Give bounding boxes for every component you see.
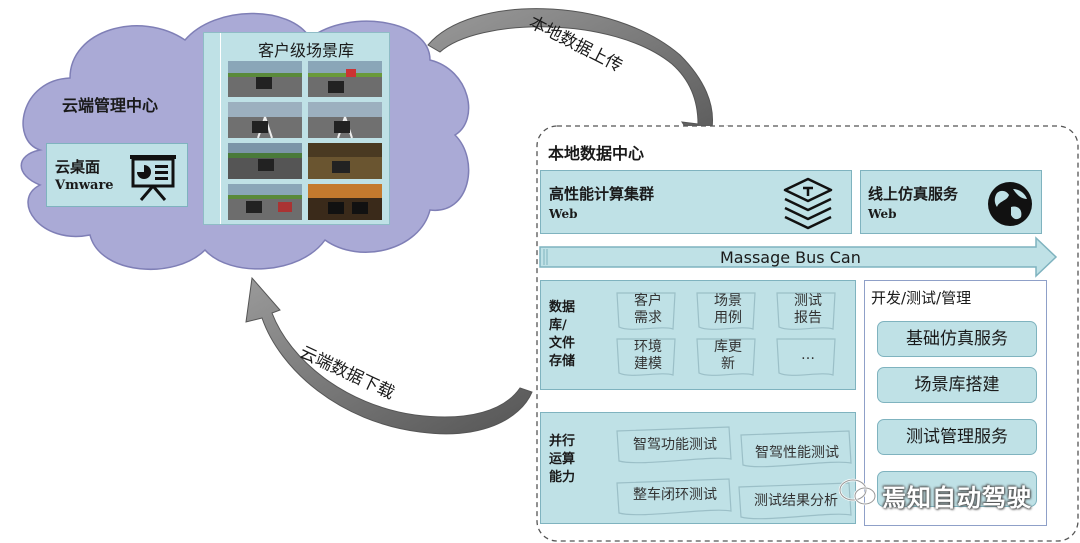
scene-thumbnails — [228, 61, 382, 220]
bus-arrow — [539, 236, 1058, 278]
cloud-desktop-title: 云桌面 — [55, 158, 101, 176]
storage-label: 数据 库/ 文件 存储 — [549, 300, 576, 369]
devops-panel[interactable]: 开发/测试/管理 基础仿真服务 场景库搭建 测试管理服务 — [864, 280, 1047, 526]
devops-title: 开发/测试/管理 — [871, 289, 972, 307]
online-sim-card[interactable]: 线上仿真服务 Web — [860, 170, 1042, 234]
storage-tag-customer-needs[interactable]: 客户需求 — [634, 293, 662, 326]
storage-tag-scene-cases[interactable]: 场景用例 — [714, 293, 742, 326]
online-sim-title: 线上仿真服务 — [868, 185, 959, 203]
message-bus-label: Massage Bus Can — [720, 248, 861, 267]
layers-stack-icon — [783, 177, 833, 230]
wechat-icon — [838, 476, 878, 508]
scene-thumb[interactable] — [308, 102, 382, 139]
scene-library-panel[interactable]: 客户级场景库 — [203, 32, 390, 225]
cloud-title: 云端管理中心 — [62, 96, 159, 115]
presentation-chart-icon — [130, 155, 176, 201]
watermark-text: 焉知自动驾驶 — [882, 484, 1032, 512]
compute-tag-vehicle-loop-test[interactable]: 整车闭环测试 — [633, 487, 717, 503]
storage-tag-more[interactable]: … — [801, 347, 815, 363]
globe-icon — [988, 182, 1032, 226]
hpc-title: 高性能计算集群 — [549, 185, 655, 203]
compute-tag-result-analysis[interactable]: 测试结果分析 — [754, 493, 838, 509]
hpc-sub: Web — [549, 207, 578, 221]
test-management-button[interactable]: 测试管理服务 — [877, 419, 1037, 455]
scene-library-title: 客户级场景库 — [257, 41, 354, 60]
cloud-desktop-card[interactable]: 云桌面 Vmware — [46, 143, 188, 207]
compute-tag-function-test[interactable]: 智驾功能测试 — [633, 437, 717, 453]
storage-tag-lib-update[interactable]: 库更新 — [714, 339, 742, 372]
storage-tag-test-reports[interactable]: 测试报告 — [794, 293, 822, 326]
scene-thumb[interactable] — [228, 61, 302, 97]
online-sim-sub: Web — [868, 207, 897, 221]
local-datacenter-title: 本地数据中心 — [548, 144, 645, 163]
scene-thumb[interactable] — [228, 184, 302, 220]
scene-lib-build-button[interactable]: 场景库搭建 — [877, 367, 1037, 403]
download-arrow — [245, 276, 533, 435]
scene-thumb[interactable] — [308, 61, 382, 97]
compute-panel[interactable]: 并行 运算 能力 智驾功能测试 智驾性能测试 整车闭环测试 测试结果分析 — [540, 412, 856, 524]
hpc-cluster-card[interactable]: 高性能计算集群 Web — [540, 170, 852, 234]
storage-tag-env-modeling[interactable]: 环境建模 — [634, 339, 662, 372]
cloud-desktop-sub: Vmware — [55, 178, 114, 193]
scene-thumb[interactable] — [228, 102, 302, 139]
storage-panel[interactable]: 数据 库/ 文件 存储 客户需求 场景用例 测试报告 环境建模 库更新 … — [540, 280, 856, 390]
devops-extra-button[interactable] — [877, 471, 1037, 507]
basic-sim-service-button[interactable]: 基础仿真服务 — [877, 321, 1037, 357]
scene-thumb[interactable] — [308, 143, 382, 179]
compute-tag-performance-test[interactable]: 智驾性能测试 — [755, 445, 839, 461]
scene-thumb[interactable] — [308, 184, 382, 220]
compute-label: 并行 运算 能力 — [549, 434, 576, 485]
scene-thumb[interactable] — [228, 143, 302, 179]
